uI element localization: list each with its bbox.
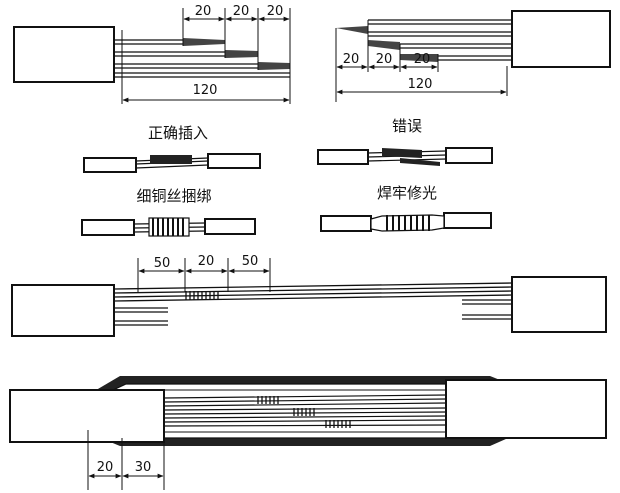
- bottom-joint-diagram: 20 30: [9, 376, 607, 490]
- middle-splice-diagram: 50 20 50: [11, 254, 607, 337]
- conductor-taper-2: [225, 50, 258, 58]
- conductor-taper-3: [258, 62, 290, 70]
- cable-sheath-right: [511, 10, 611, 68]
- conductor-taper-r2: [368, 40, 400, 50]
- middle-cable-right: [511, 276, 607, 333]
- label-correct-insert: 正确插入: [148, 124, 208, 142]
- top-right-strip-diagram: 20 20 20 120: [335, 10, 611, 102]
- dim-mid-2: 20: [198, 254, 215, 269]
- conductor-taper-1: [183, 38, 225, 46]
- dim-mid-3: 50: [242, 254, 259, 269]
- solder-trim-diagram: 焊牢修光: [320, 184, 492, 232]
- dim-bot-1: 20: [97, 460, 114, 475]
- dim-tl-total: 120: [193, 83, 218, 98]
- label-wrong: 错误: [392, 117, 422, 135]
- dim-tr-2: 20: [376, 52, 393, 67]
- correct-insert-diagram: 正确插入: [83, 124, 261, 173]
- copper-wire-bind-diagram: 细铜丝捆绑: [81, 187, 256, 237]
- dim-bot-2: 30: [135, 460, 152, 475]
- dim-mid-1: 50: [154, 256, 171, 271]
- top-left-strip-diagram: 20 20 20 120: [13, 4, 291, 104]
- wrong-insert-diagram: 错误: [317, 117, 493, 166]
- dim-tr-3: 20: [414, 52, 431, 67]
- label-copper-wire-bind: 细铜丝捆绑: [136, 187, 211, 205]
- dim-tl-2: 20: [233, 4, 250, 19]
- bottom-cable-left: [9, 389, 165, 443]
- conductor-taper-r1: [336, 26, 368, 34]
- dim-tl-3: 20: [267, 4, 284, 19]
- label-solder-trim: 焊牢修光: [377, 184, 437, 202]
- bottom-cable-right: [445, 379, 607, 439]
- dim-tr-total: 120: [408, 77, 433, 92]
- dim-tr-1: 20: [343, 52, 360, 67]
- dim-tl-1: 20: [195, 4, 212, 19]
- middle-cable-left: [11, 284, 115, 337]
- conductor-taper-r3: [400, 54, 438, 62]
- cable-sheath-left: [13, 26, 115, 83]
